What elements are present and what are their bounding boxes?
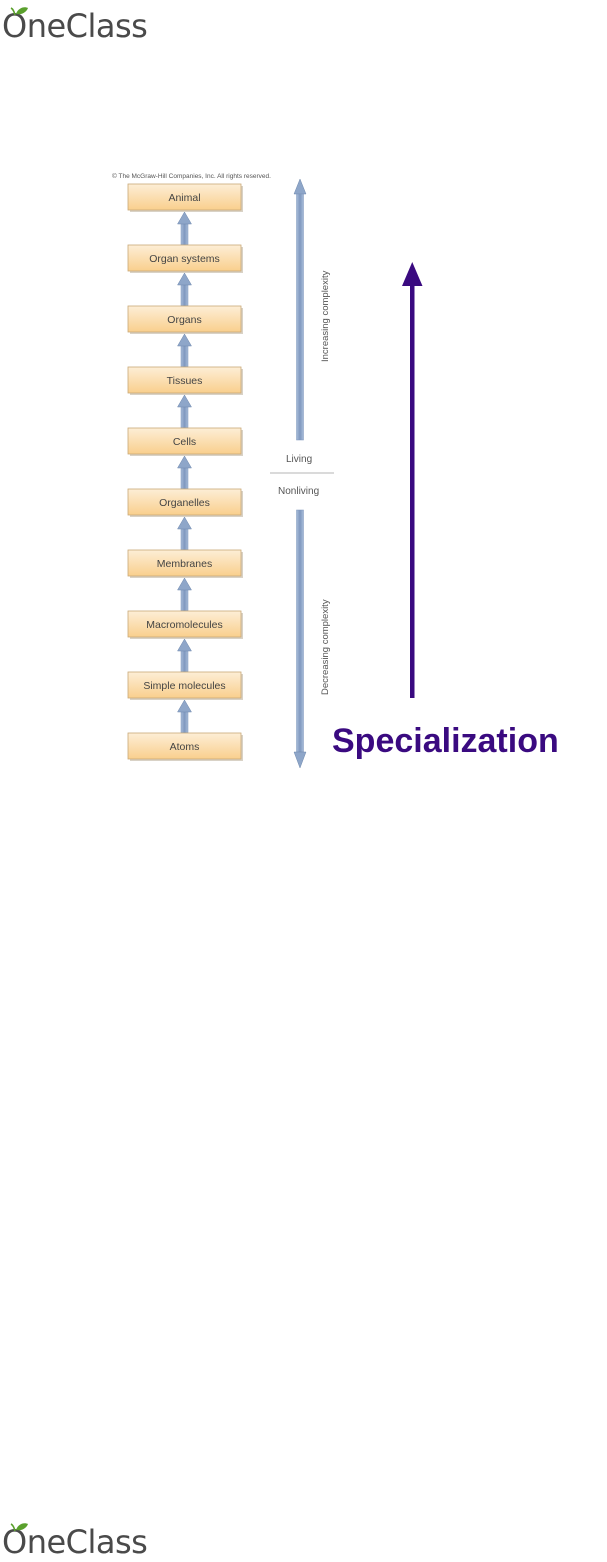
- apple-leaf-icon: [2, 0, 32, 46]
- decreasing-complexity-label: Decreasing complexity: [320, 599, 331, 695]
- level-label: Tissues: [167, 375, 203, 387]
- level-label: Cells: [173, 436, 196, 448]
- level-box-membranes: Membranes: [128, 550, 243, 578]
- level-box-organ-systems: Organ systems: [128, 245, 243, 273]
- level-box-tissues: Tissues: [128, 367, 243, 395]
- connector-arrow: [178, 334, 192, 367]
- level-label: Organ systems: [149, 253, 220, 265]
- organization-diagram: © The McGraw-Hill Companies, Inc. All ri…: [100, 168, 607, 778]
- increasing-complexity-arrow: [294, 179, 306, 440]
- level-box-animal: Animal: [128, 184, 243, 212]
- level-box-organs: Organs: [128, 306, 243, 334]
- connector-arrow: [178, 517, 192, 550]
- connector-arrow: [178, 700, 192, 733]
- connector-arrow: [178, 578, 192, 611]
- level-label: Atoms: [170, 741, 200, 753]
- specialization-label: Specialization: [332, 722, 559, 760]
- level-label: Animal: [168, 192, 200, 204]
- connector-arrow: [178, 212, 192, 245]
- level-box-atoms: Atoms: [128, 733, 243, 761]
- connector-arrow: [178, 395, 192, 428]
- decreasing-complexity-arrow: [294, 510, 306, 768]
- level-box-macromolecules: Macromolecules: [128, 611, 243, 639]
- level-label: Simple molecules: [143, 680, 225, 692]
- increasing-complexity-label: Increasing complexity: [320, 270, 331, 362]
- level-label: Membranes: [157, 558, 212, 570]
- level-label: Organelles: [159, 497, 210, 509]
- specialization-arrow: [402, 262, 423, 698]
- levels-of-organization-figure: © The McGraw-Hill Companies, Inc. All ri…: [100, 168, 607, 778]
- connector-arrow: [178, 273, 192, 306]
- living-label: Living: [286, 454, 312, 465]
- nonliving-label: Nonliving: [278, 486, 319, 497]
- level-label: Macromolecules: [146, 619, 222, 631]
- level-box-simple-molecules: Simple molecules: [128, 672, 243, 700]
- apple-leaf-icon: [2, 1516, 32, 1562]
- connector-arrow: [178, 456, 192, 489]
- oneclass-logo-header[interactable]: OneClass: [2, 0, 147, 46]
- copyright-notice: © The McGraw-Hill Companies, Inc. All ri…: [112, 172, 271, 180]
- level-label: Organs: [167, 314, 201, 326]
- level-box-cells: Cells: [128, 428, 243, 456]
- oneclass-logo-footer[interactable]: OneClass: [2, 1516, 147, 1562]
- connector-arrow: [178, 639, 192, 672]
- level-box-organelles: Organelles: [128, 489, 243, 517]
